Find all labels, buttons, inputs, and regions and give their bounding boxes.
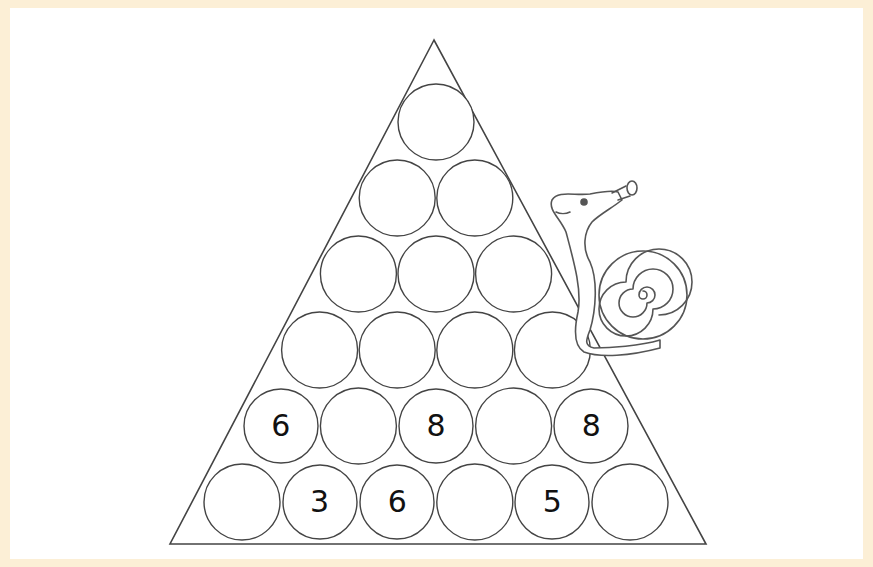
snail-drawing (551, 181, 692, 355)
number-circle: 3 (282, 464, 358, 540)
triangle-outline (170, 40, 706, 544)
given-number: 8 (582, 411, 601, 441)
paper (10, 8, 863, 559)
number-circle: 6 (243, 388, 319, 464)
given-number: 5 (543, 487, 562, 517)
given-number: 3 (310, 487, 329, 517)
number-circle: 8 (553, 388, 629, 464)
given-number: 6 (271, 411, 290, 441)
number-circle: 8 (398, 388, 474, 464)
given-number: 6 (388, 487, 407, 517)
number-circle: 5 (514, 464, 590, 540)
number-circle: 6 (359, 464, 435, 540)
given-number: 8 (426, 411, 445, 441)
